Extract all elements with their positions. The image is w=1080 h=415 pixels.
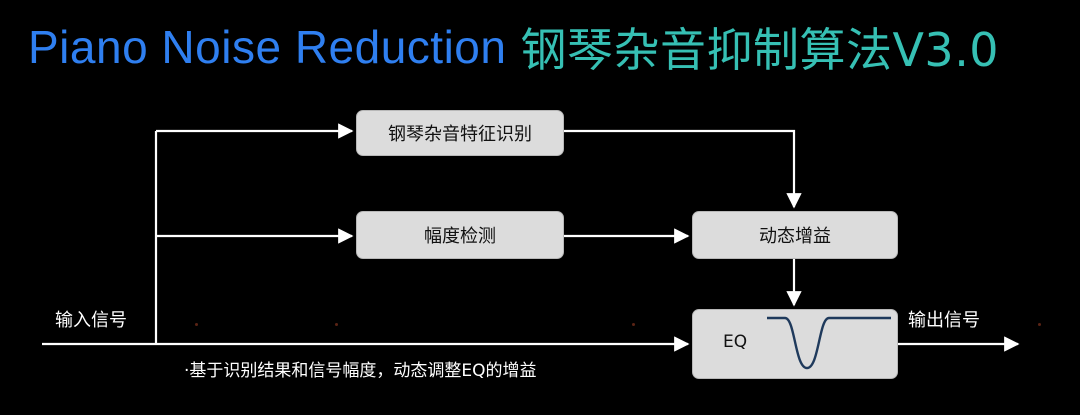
background-dot bbox=[335, 323, 338, 326]
input-signal-label: 输入信号 bbox=[55, 310, 127, 331]
title-chinese: 钢琴杂音抑制算法V3.0 bbox=[520, 23, 1000, 77]
dynamic-gain-box: 动态增益 bbox=[692, 211, 898, 259]
output-signal-label: 输出信号 bbox=[908, 310, 980, 331]
gain-adjust-note: ·基于识别结果和信号幅度，动态调整EQ的增益 bbox=[184, 361, 537, 381]
eq-label: EQ bbox=[723, 332, 748, 352]
background-dot bbox=[1038, 323, 1041, 326]
feature-to-gain-line bbox=[564, 129, 802, 209]
feature-recognition-box: 钢琴杂音特征识别 bbox=[356, 110, 564, 156]
page-title: Piano Noise Reduction 钢琴杂音抑制算法V3.0 bbox=[28, 12, 999, 82]
background-dot bbox=[195, 323, 198, 326]
eq-box: EQ bbox=[692, 309, 898, 379]
title-english: Piano Noise Reduction bbox=[28, 21, 507, 73]
background-dot bbox=[632, 323, 635, 326]
amplitude-detection-box: 幅度检测 bbox=[356, 211, 564, 259]
eq-curve-icon bbox=[767, 316, 891, 370]
